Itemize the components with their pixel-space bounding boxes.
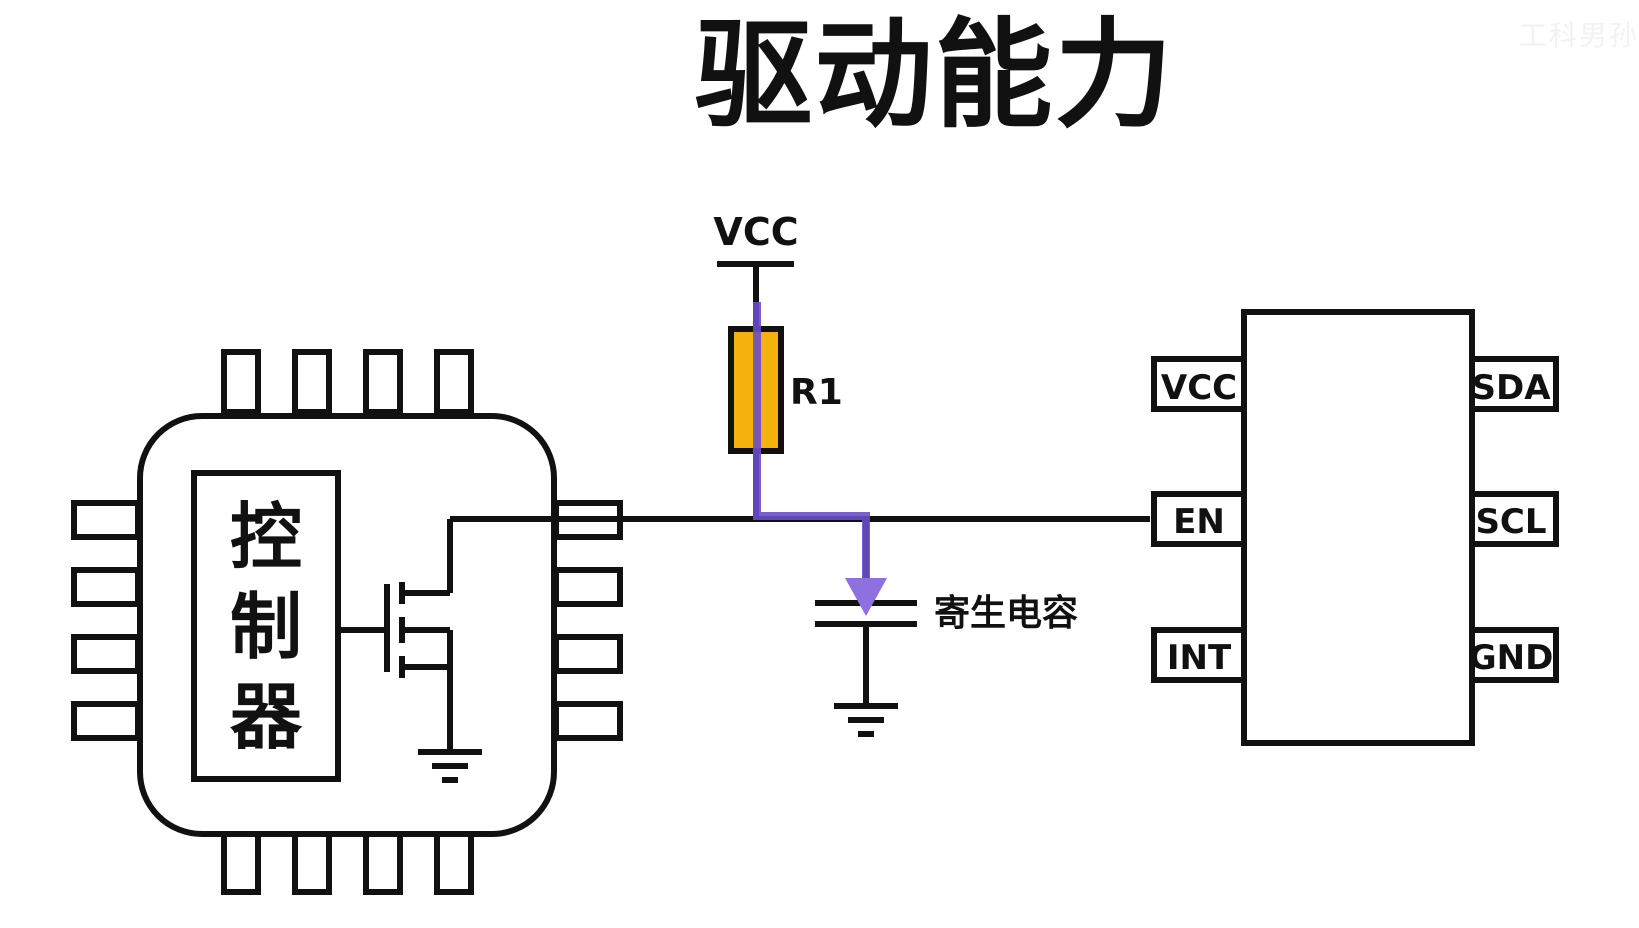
page-title: 驱动能力 — [694, 6, 1175, 144]
current-path — [753, 302, 887, 616]
chip-pin-label-sda: SDA — [1471, 368, 1551, 408]
mcu-pin — [71, 500, 141, 540]
controller-label-char: 制 — [230, 585, 302, 669]
mcu-right-pins — [553, 500, 623, 741]
mcu-pin — [292, 349, 332, 415]
mcu-left-pins — [71, 500, 141, 741]
mcu-top-pins — [221, 349, 474, 415]
mcu-pin — [363, 829, 403, 895]
controller-box — [191, 470, 341, 782]
mcu-pin — [553, 634, 623, 674]
mcu-pin — [553, 567, 623, 607]
watermark: 工科男孙 — [1518, 19, 1639, 52]
vcc-label: VCC — [713, 210, 798, 254]
mcu-pin — [71, 634, 141, 674]
resistor-label: R1 — [790, 372, 843, 413]
mcu-pin — [71, 567, 141, 607]
chip-pin-label-gnd: GND — [1469, 638, 1554, 678]
chip-pin-label-en: EN — [1173, 502, 1225, 542]
controller-label-char: 控 — [230, 495, 302, 579]
mcu-pin — [434, 829, 474, 895]
chip-pin-label-vcc: VCC — [1161, 368, 1237, 408]
mcu-pin — [292, 829, 332, 895]
chip-pin-label-int: INT — [1167, 638, 1232, 678]
chip-pin-sda — [1463, 356, 1559, 412]
chip-pin-scl — [1463, 491, 1559, 547]
mcu-pin — [71, 701, 141, 741]
mcu-pin — [363, 349, 403, 415]
mcu-pin — [434, 349, 474, 415]
chip-pin-gnd — [1463, 627, 1559, 683]
controller-label-char: 器 — [230, 675, 303, 759]
mcu-pin — [221, 829, 261, 895]
mcu-pin — [221, 349, 261, 415]
current-path-line — [753, 302, 870, 578]
chip-body — [1241, 309, 1475, 746]
mcu-bottom-pins — [221, 829, 474, 895]
chip-pin-label-scl: SCL — [1475, 502, 1546, 542]
current-arrow-head — [845, 578, 887, 616]
mcu-pin — [553, 701, 623, 741]
capacitor-label: 寄生电容 — [934, 593, 1078, 634]
